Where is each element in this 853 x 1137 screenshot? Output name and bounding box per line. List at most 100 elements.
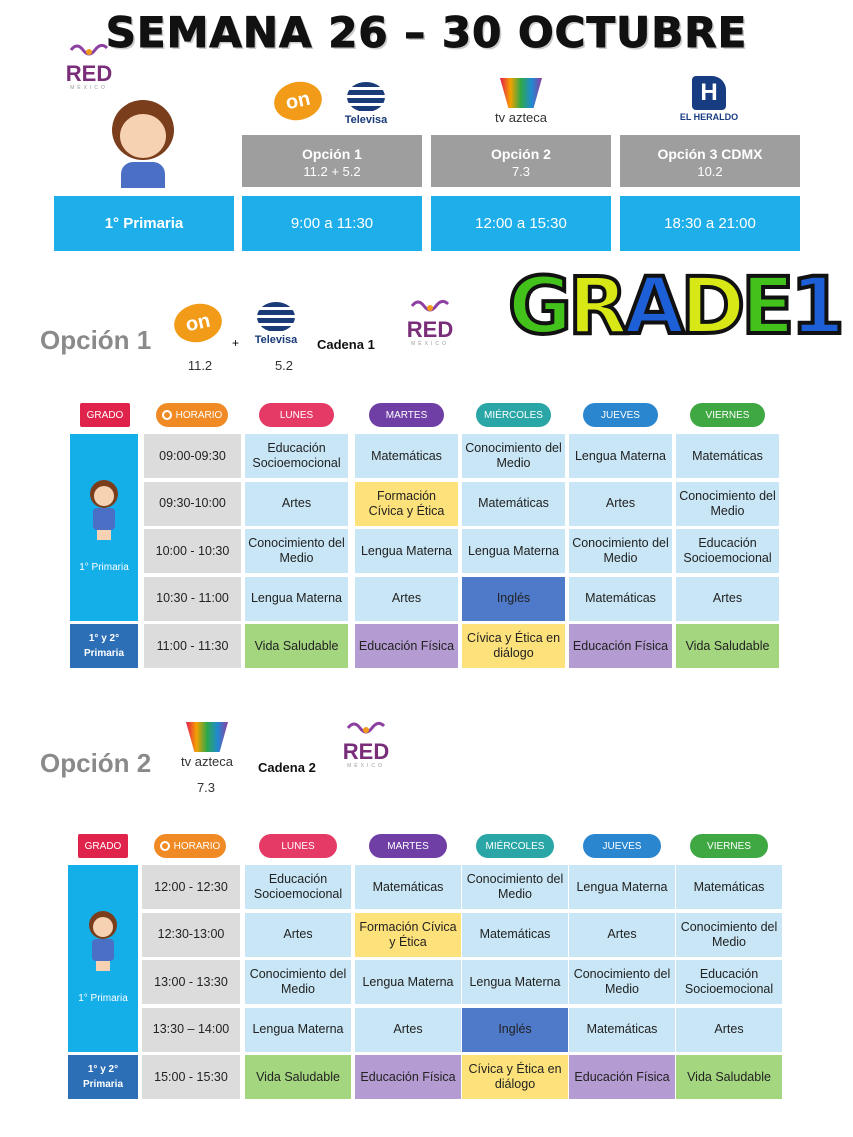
swirl-icon <box>69 43 109 56</box>
subject-cell: Lengua Materna <box>569 865 675 909</box>
option2-header-channels: 7.3 <box>511 164 531 179</box>
subject-cell: Educación Socioemocional <box>245 434 348 478</box>
subject-cell: Conocimiento del Medio <box>676 912 782 957</box>
swirl-icon <box>410 299 450 312</box>
red-mexico-logo: RED MÉXICO <box>338 718 394 769</box>
grade-cell-main: 1° Primaria <box>68 865 138 1052</box>
day-header-viernes: VIERNES <box>690 403 765 427</box>
option1-header-title: Opción 1 <box>302 146 362 162</box>
grade1-art: GRADE1 <box>506 260 847 362</box>
azteca-icon <box>500 78 542 108</box>
subject-cell: Cívica y Ética en diálogo <box>462 1055 568 1099</box>
subject-cell: Educación Socioemocional <box>676 960 782 1004</box>
time-cell: 12:00 - 12:30 <box>142 865 240 909</box>
red-logo-sub: MÉXICO <box>347 763 385 769</box>
once-ninos-logo: on <box>270 77 326 125</box>
time-cell: 12:30-13:00 <box>142 912 240 957</box>
grado-header: GRADO <box>80 403 130 427</box>
subject-cell: Conocimiento del Medio <box>676 481 779 526</box>
subject-cell: Artes <box>676 1007 782 1052</box>
heraldo-label: EL HERALDO <box>679 112 739 122</box>
clock-icon <box>159 841 170 851</box>
azteca-icon <box>186 722 228 752</box>
subject-cell: Vida Saludable <box>676 624 779 668</box>
red-logo-sub: MÉXICO <box>411 341 449 347</box>
time-cell: 10:30 - 11:00 <box>144 576 241 621</box>
swirl-icon <box>346 721 386 734</box>
subject-cell: Matemáticas <box>676 865 782 909</box>
subject-cell: Artes <box>355 576 458 621</box>
option3-time-cell: 18:30 a 21:00 <box>620 196 800 251</box>
day-header-lunes: LUNES <box>259 403 334 427</box>
subject-cell: Matemáticas <box>462 481 565 526</box>
televisa-label: Televisa <box>344 114 388 126</box>
time-cell: 10:00 - 10:30 <box>144 529 241 573</box>
option1-time-cell: 9:00 a 11:30 <box>242 196 422 251</box>
time-cell: 09:30-10:00 <box>144 481 241 526</box>
option1-cadena: Cadena 1 <box>317 337 375 352</box>
day-header-miercoles: MIÉRCOLES <box>476 834 554 858</box>
subject-cell: Inglés <box>462 1007 568 1052</box>
option1-channel2: 5.2 <box>274 358 294 373</box>
day-header-miercoles: MIÉRCOLES <box>476 403 551 427</box>
subject-cell: Formación Cívica y Ética <box>355 481 458 526</box>
subject-cell: Vida Saludable <box>245 624 348 668</box>
heraldo-h-icon: H <box>692 76 726 110</box>
option3-header-title: Opción 3 CDMX <box>657 146 763 162</box>
day-header-jueves: JUEVES <box>583 834 661 858</box>
televisa-logo: Televisa <box>340 82 392 126</box>
red-logo-text: RED <box>406 317 454 342</box>
grade-cell-main: 1° Primaria <box>70 434 138 621</box>
televisa-eye-icon <box>257 302 295 332</box>
subject-cell: Artes <box>569 481 672 526</box>
subject-cell: Matemáticas <box>569 1007 675 1052</box>
time-cell: 09:00-09:30 <box>144 434 241 478</box>
subject-cell: Artes <box>676 576 779 621</box>
grade-letter: 1 <box>789 260 847 354</box>
subject-cell: Matemáticas <box>355 434 458 478</box>
horario-header: HORARIO <box>154 834 226 858</box>
subject-cell: Conocimiento del Medio <box>245 529 348 573</box>
subject-cell: Matemáticas <box>569 576 672 621</box>
subject-cell: Educación Física <box>569 1055 675 1099</box>
subject-cell: Cívica y Ética en diálogo <box>462 624 565 668</box>
time-cell: 11:00 - 11:30 <box>144 624 241 668</box>
subject-cell: Lengua Materna <box>245 1007 351 1052</box>
option1-header: Opción 1 11.2 + 5.2 <box>242 135 422 187</box>
subject-cell: Matemáticas <box>462 912 568 957</box>
day-header-martes: MARTES <box>369 834 447 858</box>
subject-cell: Lengua Materna <box>355 529 458 573</box>
grade-letter: G <box>506 260 574 354</box>
televisa-eye-icon <box>347 82 385 112</box>
subject-cell: Conocimiento del Medio <box>462 865 568 909</box>
top-grade-cell: 1° Primaria <box>54 196 234 251</box>
subject-cell: Conocimiento del Medio <box>245 960 351 1004</box>
option2-channel1: 7.3 <box>196 780 216 795</box>
subject-cell: Artes <box>569 912 675 957</box>
red-logo-text: RED <box>342 739 390 764</box>
heraldo-logo: H EL HERALDO <box>676 76 742 122</box>
option3-header-channels: 10.2 <box>697 164 723 179</box>
subject-cell: Matemáticas <box>676 434 779 478</box>
horario-label: HORARIO <box>175 409 223 421</box>
option1-channel1: 11.2 <box>187 358 213 373</box>
grade-label: 1° Primaria <box>79 561 129 573</box>
subject-cell: Educación Socioemocional <box>676 529 779 573</box>
girl-icon <box>84 479 124 540</box>
subject-cell: Matemáticas <box>355 865 461 909</box>
option3-header: Opción 3 CDMX 10.2 <box>620 135 800 187</box>
tv-azteca-label: tv azteca <box>180 754 234 769</box>
option2-time-cell: 12:00 a 15:30 <box>431 196 611 251</box>
option2-title: Opción 2 <box>40 748 152 778</box>
red-logo-sub: MÉXICO <box>70 85 108 91</box>
option2-header: Opción 2 7.3 <box>431 135 611 187</box>
option1-title: Opción 1 <box>40 325 152 355</box>
grade-cell-last: 1° y 2° Primaria <box>70 624 138 668</box>
subject-cell: Educación Física <box>569 624 672 668</box>
grade-letter: E <box>739 260 796 354</box>
subject-cell: Vida Saludable <box>245 1055 351 1099</box>
once-ninos-logo: on <box>170 299 226 347</box>
subject-cell: Vida Saludable <box>676 1055 782 1099</box>
grado-header: GRADO <box>78 834 128 858</box>
plus-sign: + <box>232 336 240 350</box>
